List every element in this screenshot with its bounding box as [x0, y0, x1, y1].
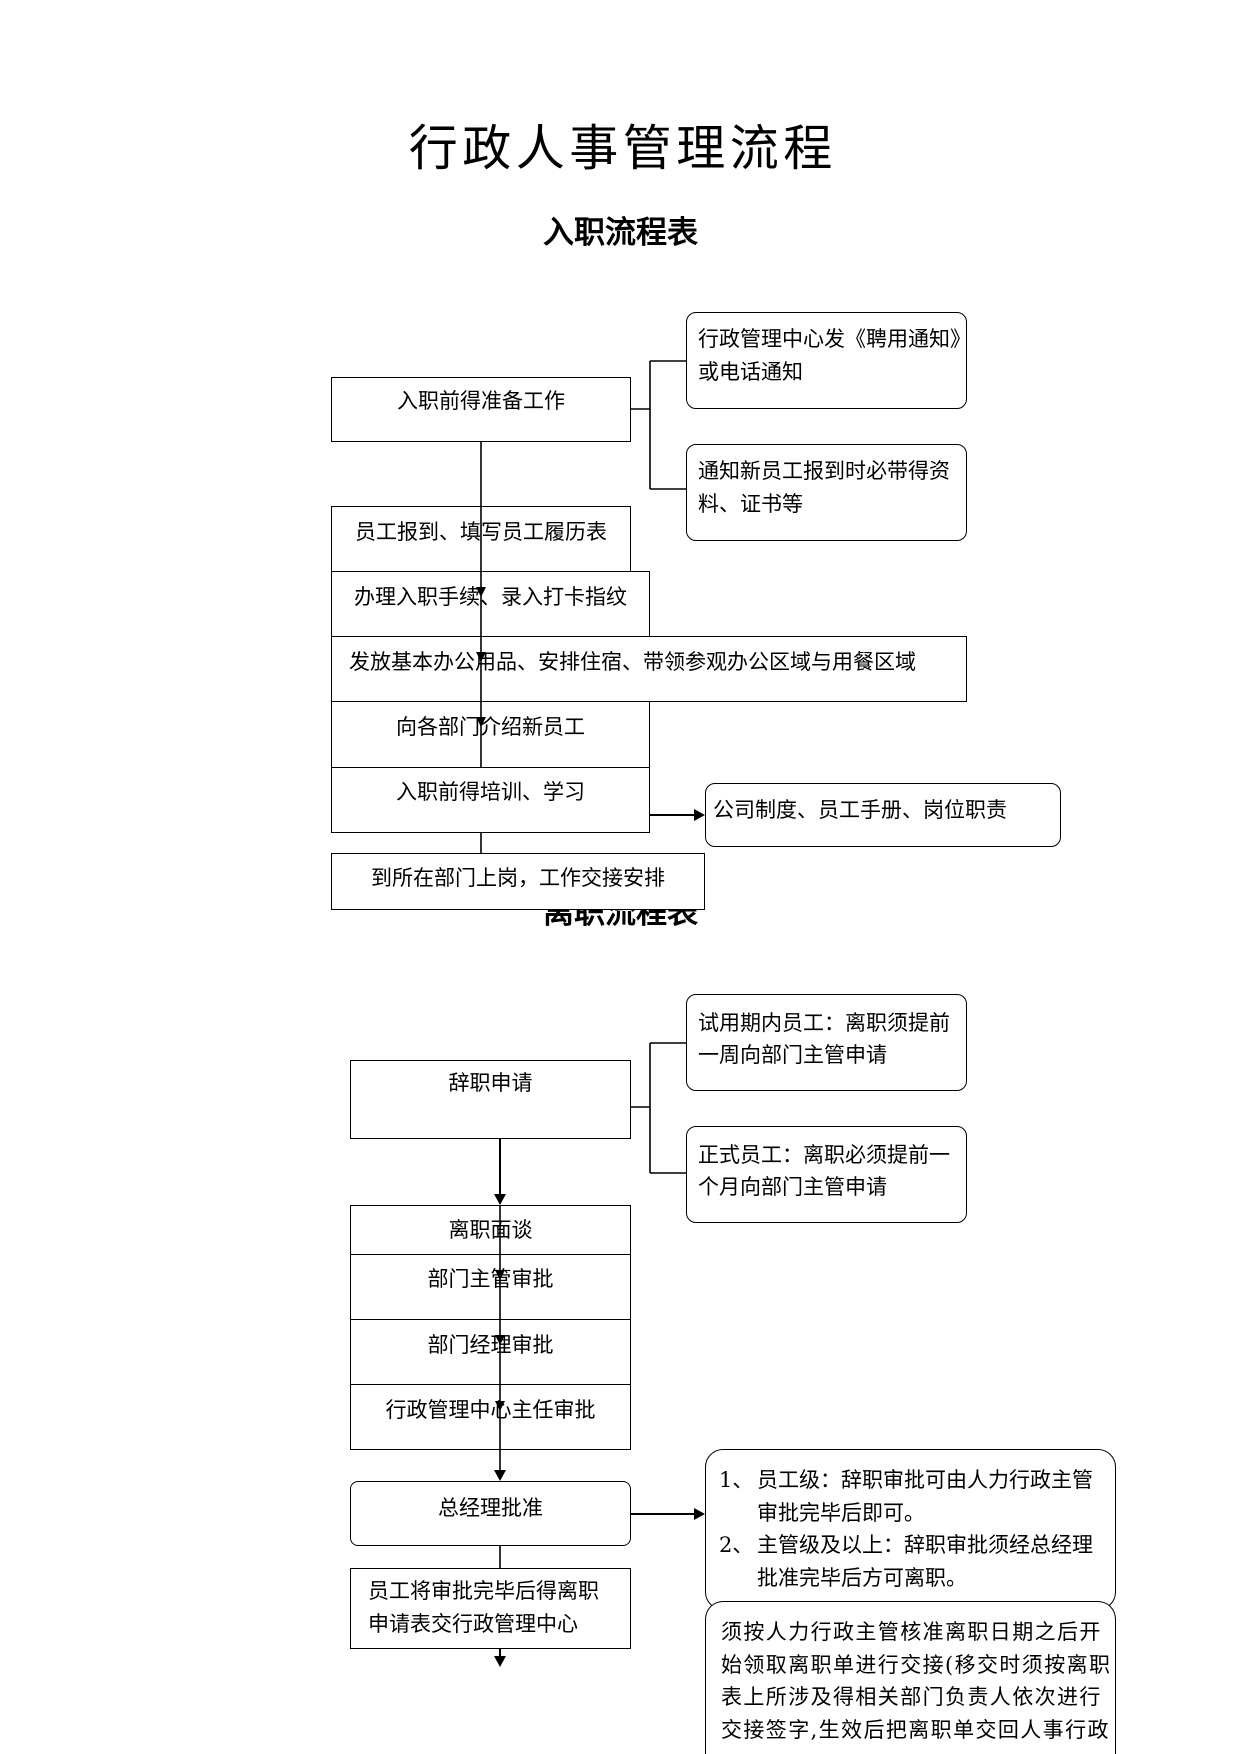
- note-approval-rules: 1、 员工级：辞职审批可由人力行政主管 审批完毕后即可。 2、 主管级及以上：辞…: [705, 1449, 1116, 1610]
- handover-line: 始领取离职单进行交接(移交时须按离职: [721, 1652, 1112, 1677]
- onboarding-heading: 入职流程表: [543, 215, 698, 251]
- step-director-label: 行政管理中心主任审批: [385, 1398, 596, 1422]
- step-gm-label: 总经理批准: [438, 1496, 543, 1520]
- step-report: 员工报到、填写员工履历表: [331, 506, 631, 572]
- step-introduce-label: 向各部门介绍新员工: [396, 715, 585, 739]
- step-onboard-label: 到所在部门上岗，工作交接安排: [371, 866, 665, 890]
- arrowhead: [494, 1194, 506, 1205]
- step-introduce: 向各部门介绍新员工: [331, 701, 650, 768]
- step-onboard: 到所在部门上岗，工作交接安排: [331, 853, 705, 910]
- prep-notes-bracket: [631, 360, 686, 490]
- page-title: 行政人事管理流程: [408, 120, 837, 177]
- step-gm-approval: 总经理批准: [350, 1481, 631, 1546]
- handover-line: 交接签字,生效后把离职单交回人事行政: [721, 1717, 1110, 1742]
- rule-number: 1、: [719, 1468, 754, 1492]
- step-training-label: 入职前得培训、学习: [396, 780, 585, 804]
- apply-notes-bracket: [631, 1042, 686, 1174]
- step-training: 入职前得培训、学习: [331, 767, 650, 833]
- note-line: 通知新员工报到时必带得资: [698, 459, 950, 483]
- step-manager-approval: 部门经理审批: [350, 1319, 631, 1385]
- rule-line: 审批完毕后即可。: [757, 1500, 925, 1525]
- rule-line: 主管级及以上：辞职审批须经总经理: [757, 1533, 1093, 1557]
- note-regular-staff: 正式员工：离职必须提前一 个月向部门主管申请: [686, 1126, 967, 1223]
- arrowhead: [694, 809, 705, 821]
- handover-line: 须按人力行政主管核准离职日期之后开: [721, 1620, 1102, 1644]
- approval-rule-item: 1、 员工级：辞职审批可由人力行政主管 审批完毕后即可。: [719, 1464, 1115, 1529]
- step-interview-label: 离职面谈: [448, 1218, 533, 1242]
- note-line: 个月向部门主管申请: [698, 1175, 887, 1199]
- note-line: 公司制度、员工手册、岗位职责: [713, 798, 1007, 822]
- rule-line: 员工级：辞职审批可由人力行政主管: [757, 1468, 1093, 1492]
- approval-rule-item: 2、 主管级及以上：辞职审批须经总经理 批准完毕后方可离职。: [719, 1529, 1115, 1594]
- step-procedures: 办理入职手续、录入打卡指纹: [331, 571, 650, 637]
- note-training-content: 公司制度、员工手册、岗位职责: [705, 783, 1061, 847]
- rule-number: 2、: [719, 1533, 754, 1557]
- step-report-label: 员工报到、填写员工履历表: [355, 520, 607, 544]
- step-apply: 辞职申请: [350, 1060, 631, 1139]
- note-line: 或电话通知: [698, 360, 803, 384]
- note-line: 一周向部门主管申请: [698, 1043, 887, 1067]
- step-supplies: 发放基本办公用品、安排住宿、带领参观办公区域与用餐区域: [331, 636, 967, 702]
- step-submit-form: 员工将审批完毕后得离职 申请表交行政管理中心: [350, 1568, 631, 1649]
- arrowhead: [494, 1656, 506, 1667]
- rule-text: 主管级及以上：辞职审批须经总经理 批准完毕后方可离职。: [757, 1529, 1115, 1594]
- note-probation: 试用期内员工：离职须提前 一周向部门主管申请: [686, 994, 967, 1091]
- note-line: 行政管理中心发《聘用通知》: [698, 327, 967, 351]
- arrowhead: [494, 1470, 506, 1481]
- step-apply-label: 辞职申请: [448, 1071, 533, 1095]
- handover-line: 表上所涉及得相关部门负责人依次进行: [721, 1685, 1102, 1709]
- step-interview: 离职面谈: [350, 1205, 631, 1255]
- step-manager-label: 部门经理审批: [427, 1333, 554, 1357]
- note-handover: 须按人力行政主管核准离职日期之后开 始领取离职单进行交接(移交时须按离职 表上所…: [705, 1601, 1116, 1754]
- note-required-documents: 通知新员工报到时必带得资 料、证书等: [686, 444, 967, 541]
- step-procedures-label: 办理入职手续、录入打卡指纹: [354, 585, 627, 609]
- note-hiring-notice: 行政管理中心发《聘用通知》 或电话通知: [686, 312, 967, 409]
- note-line: 料、证书等: [698, 492, 803, 516]
- step-supervisor-approval: 部门主管审批: [350, 1254, 631, 1320]
- step-submit-line: 申请表交行政管理中心: [368, 1612, 578, 1636]
- rule-line: 批准完毕后方可离职。: [757, 1565, 967, 1590]
- step-prep: 入职前得准备工作: [331, 377, 631, 442]
- step-submit-line: 员工将审批完毕后得离职: [368, 1579, 599, 1603]
- step-director-approval: 行政管理中心主任审批: [350, 1384, 631, 1450]
- rule-text: 员工级：辞职审批可由人力行政主管 审批完毕后即可。: [757, 1464, 1115, 1529]
- note-line: 试用期内员工：离职须提前: [698, 1011, 950, 1035]
- step-supplies-label: 发放基本办公用品、安排住宿、带领参观办公区域与用餐区域: [349, 650, 916, 674]
- note-line: 正式员工：离职必须提前一: [698, 1143, 950, 1167]
- step-supervisor-label: 部门主管审批: [427, 1267, 554, 1291]
- step-prep-label: 入职前得准备工作: [397, 389, 565, 413]
- arrowhead: [694, 1508, 705, 1520]
